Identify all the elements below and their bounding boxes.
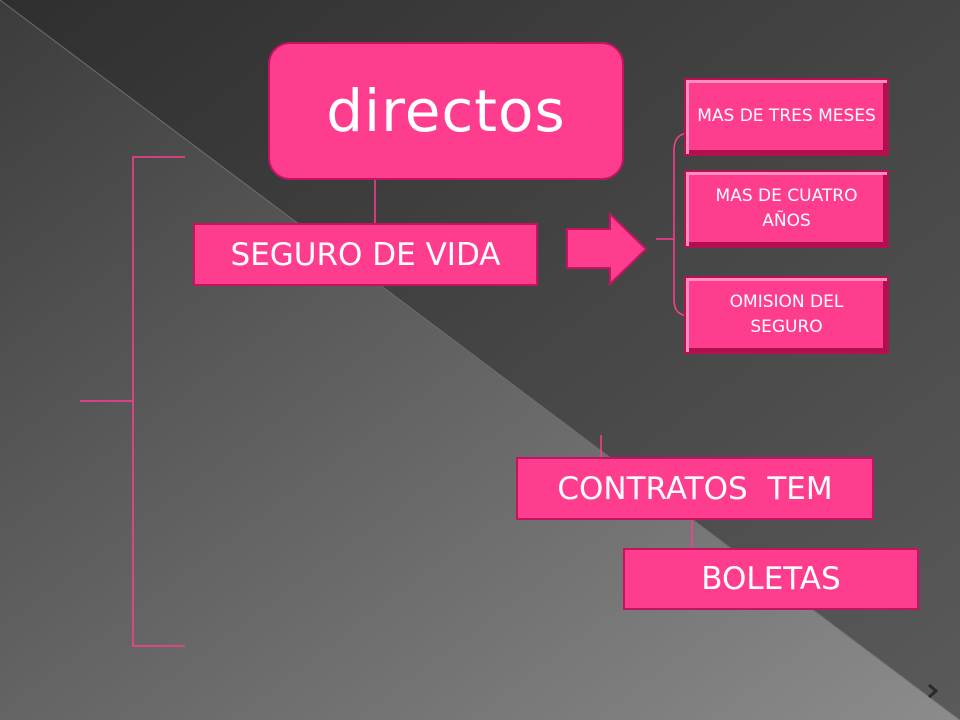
title-directos-box: directos xyxy=(268,42,624,180)
sub-node-label: OMISION DEL SEGURO xyxy=(729,291,844,338)
contratos-tem-label: CONTRATOS TEM xyxy=(557,470,833,507)
seguro-de-vida-box: SEGURO DE VIDA xyxy=(193,223,538,286)
boletas-box: BOLETAS xyxy=(623,548,919,610)
right-arrow-icon xyxy=(566,211,648,287)
seguro-de-vida-label: SEGURO DE VIDA xyxy=(230,236,501,273)
sub-node-mas-de-cuatro-anos: MAS DE CUATRO AÑOS xyxy=(684,170,889,248)
contratos-tem-box: CONTRATOS TEM xyxy=(516,457,874,520)
chevron-right-icon xyxy=(928,684,939,698)
boletas-label: BOLETAS xyxy=(701,561,841,597)
sub-node-label: MAS DE TRES MESES xyxy=(697,106,876,127)
sub-node-omision-del-seguro: OMISION DEL SEGURO xyxy=(684,276,889,354)
title-directos: directos xyxy=(326,77,566,145)
connector-lines xyxy=(80,132,693,647)
sub-node-mas-de-tres-meses: MAS DE TRES MESES xyxy=(684,78,889,156)
sub-node-label: MAS DE CUATRO AÑOS xyxy=(715,185,858,232)
